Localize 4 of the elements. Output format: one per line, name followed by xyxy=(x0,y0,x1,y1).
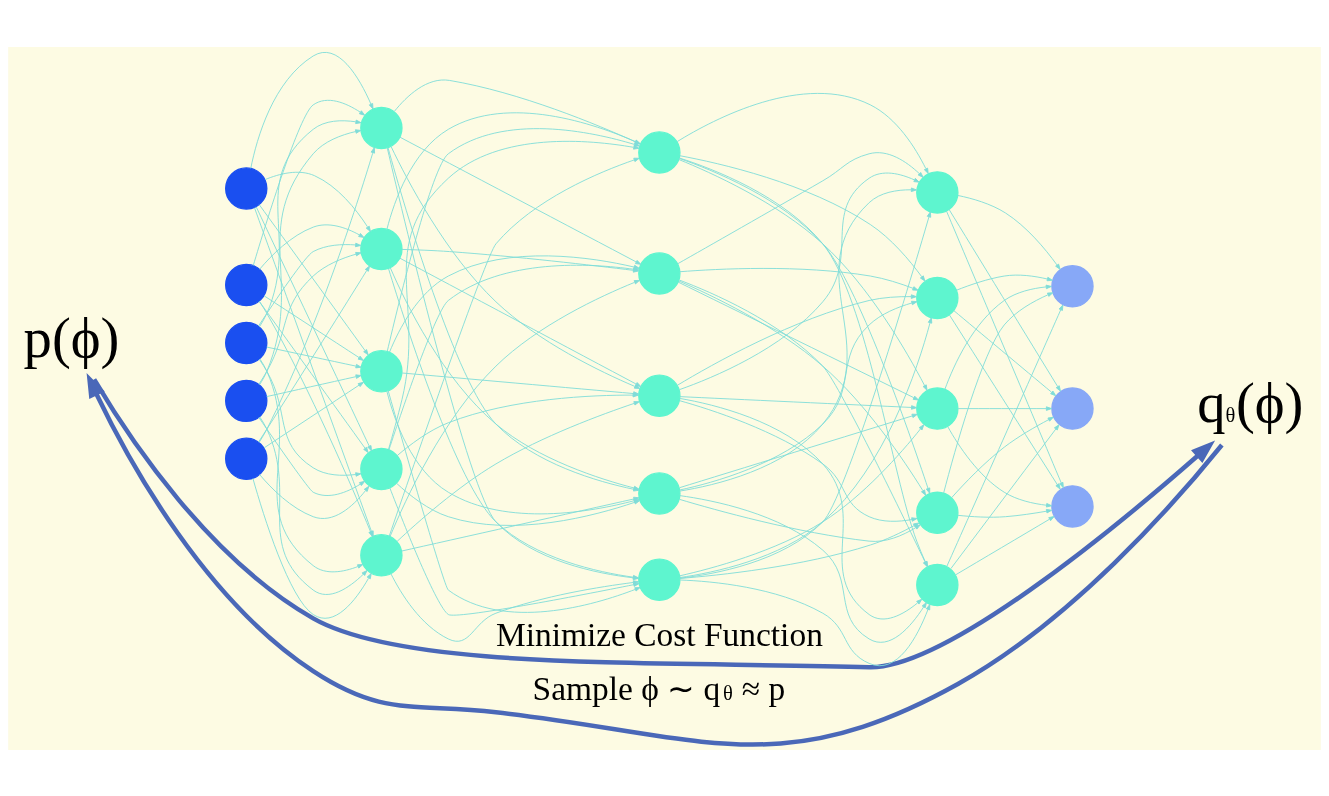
node-text: qθ(ϕ) xyxy=(1197,371,1304,434)
edge-label: Minimize Cost Function xyxy=(495,615,823,653)
node-text: p(ϕ) xyxy=(23,306,120,369)
edge-label: Sample ϕ ∼ qθ ≈ p xyxy=(532,669,786,707)
